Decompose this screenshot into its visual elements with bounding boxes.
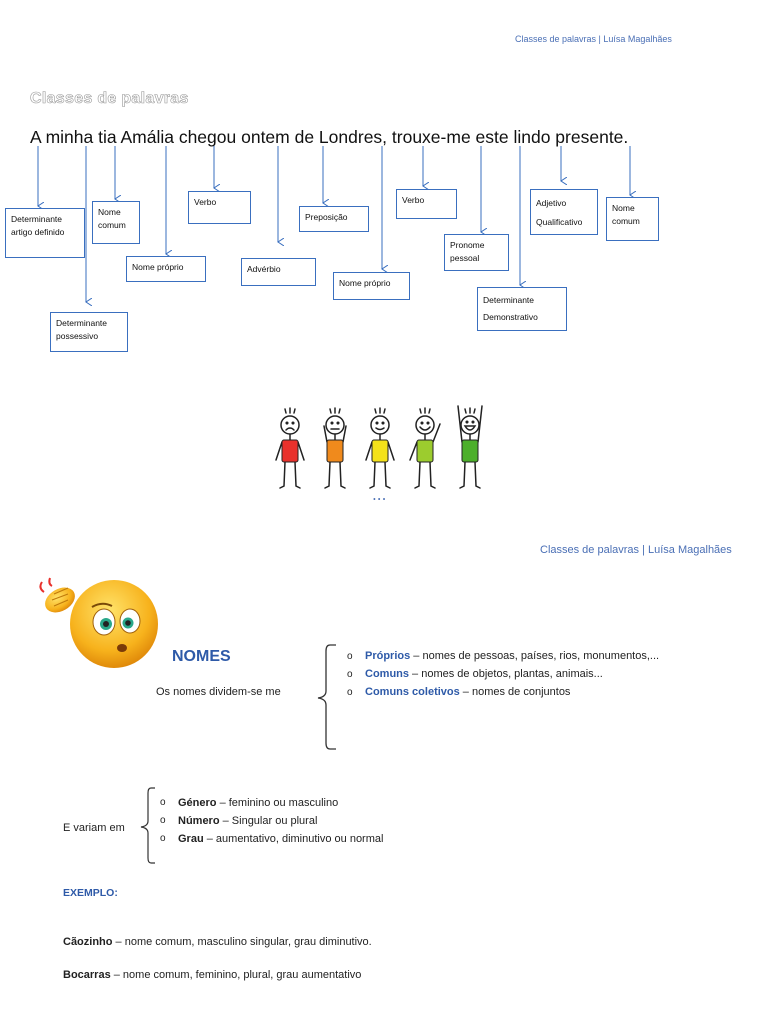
figure-happy	[409, 407, 441, 489]
page-title: Classes de palavras	[30, 90, 189, 108]
label-preposicao: Preposição	[299, 206, 369, 232]
thinking-emoji-icon	[39, 577, 158, 668]
label-nome-proprio-2: Nome próprio	[333, 272, 410, 300]
annotation-arrows	[0, 146, 768, 400]
nomes-intro: Os nomes dividem-se me	[156, 686, 281, 698]
list-item: Comuns – nomes de objetos, plantas, anim…	[345, 667, 665, 682]
list-item: Grau – aumentativo, diminutivo ou normal	[158, 830, 488, 848]
exemplo-line-1: Cãozinho – nome comum, masculino singula…	[63, 936, 372, 948]
figure-body-4	[416, 439, 434, 463]
nomes-list: Próprios – nomes de pessoas, países, rio…	[345, 649, 665, 700]
list-item: Género – feminino ou masculino	[158, 794, 488, 812]
variam-intro: E variam em	[63, 822, 125, 834]
example-sentence: A minha tia Amália chegou ontem de Londr…	[30, 127, 629, 147]
label-nome-proprio-1: Nome próprio	[126, 256, 206, 282]
variam-list: Género – feminino ou masculino Número – …	[158, 794, 488, 848]
brace-variam	[140, 787, 155, 864]
brace-nomes	[317, 644, 336, 750]
list-item: Comuns coletivos – nomes de conjuntos	[345, 685, 665, 700]
label-verbo-1: Verbo	[188, 191, 251, 224]
figure-sad	[275, 407, 305, 489]
svg-text:• • •: • • •	[373, 495, 386, 504]
label-adverbio: Advérbio	[241, 258, 316, 286]
page-header-2: Classes de palavras | Luísa Magalhães	[540, 544, 732, 556]
page-header: Classes de palavras | Luísa Magalhães	[515, 34, 672, 44]
mood-figures-illustration: • • •	[275, 405, 483, 504]
figure-body-2	[326, 439, 344, 463]
list-item: Próprios – nomes de pessoas, países, rio…	[345, 649, 665, 664]
exemplo-line-2: Bocarras – nome comum, feminino, plural,…	[63, 969, 362, 981]
figure-body-1	[281, 439, 299, 463]
label-verbo-2: Verbo	[396, 189, 457, 219]
exemplo-title: EXEMPLO:	[63, 887, 118, 899]
list-item: Número – Singular ou plural	[158, 812, 488, 830]
figure-body-3	[371, 439, 389, 463]
figure-body-5	[461, 439, 479, 463]
nomes-title: NOMES	[172, 648, 231, 665]
